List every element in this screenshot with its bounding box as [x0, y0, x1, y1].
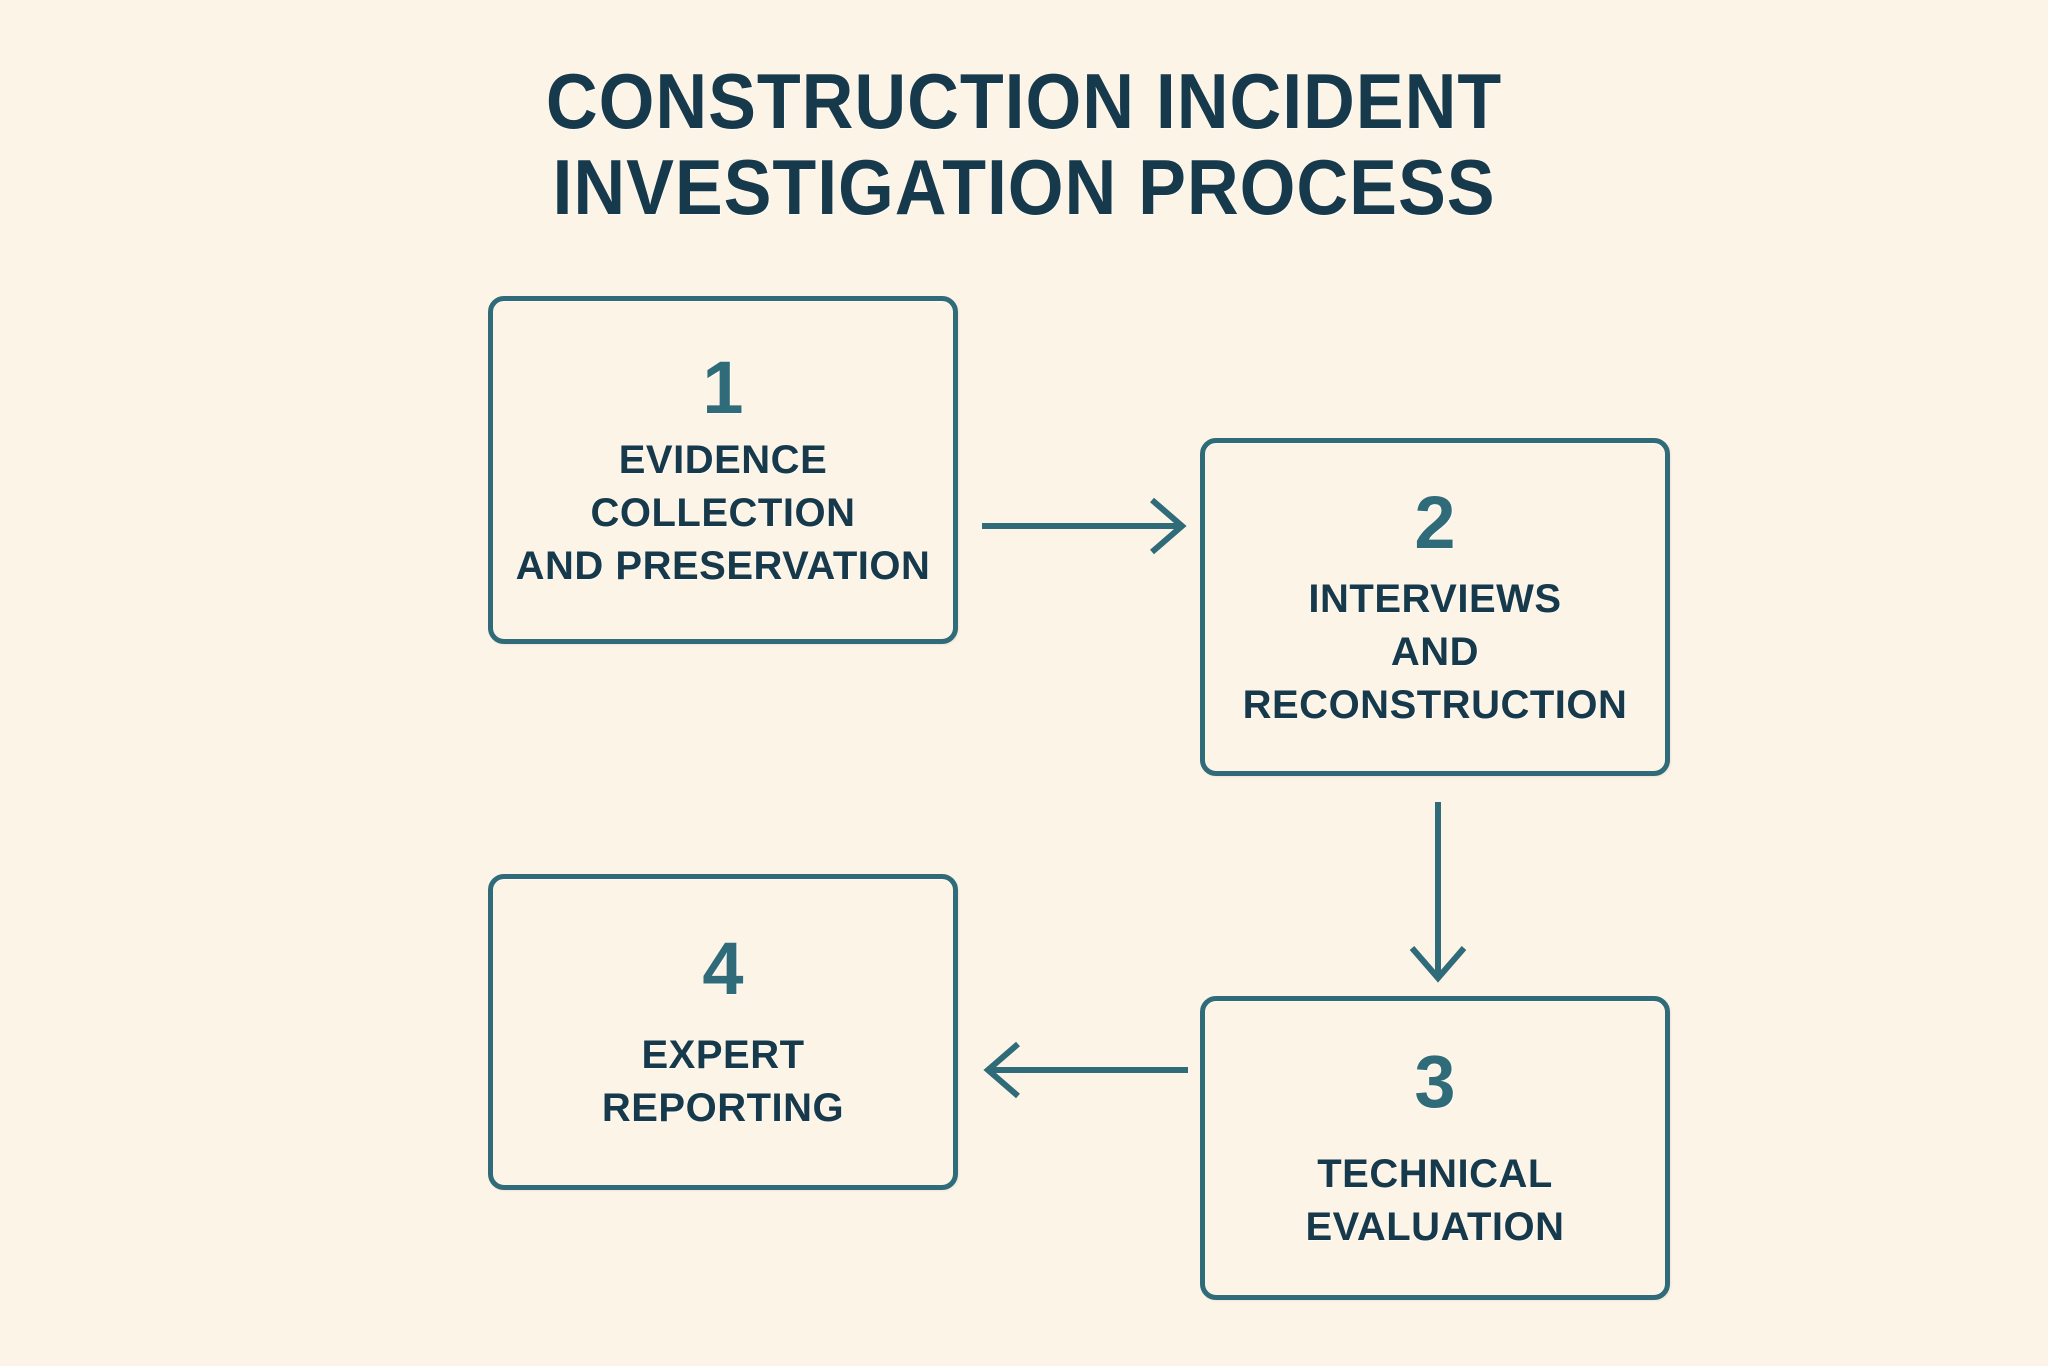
step-label-1: EVIDENCE COLLECTION AND PRESERVATION — [515, 437, 931, 588]
step-label-2: INTERVIEWS AND RECONSTRUCTION — [1242, 576, 1628, 727]
arrow-right-icon-step1-to-step2 — [980, 494, 1190, 558]
step-box-3[interactable]: 3 TECHNICAL EVALUATION — [1200, 996, 1670, 1300]
title-line-2: INVESTIGATION PROCESS — [552, 143, 1496, 231]
step-number-3: 3 — [1414, 1040, 1456, 1123]
step-label-3: TECHNICAL EVALUATION — [1305, 1152, 1565, 1249]
arrow-left-icon-step3-to-step4 — [980, 1038, 1190, 1102]
step-box-1[interactable]: 1 EVIDENCE COLLECTION AND PRESERVATION — [488, 296, 958, 644]
step-box-2[interactable]: 2 INTERVIEWS AND RECONSTRUCTION — [1200, 438, 1670, 776]
step-label-4: EXPERT REPORTING — [601, 1033, 845, 1130]
step-number-2: 2 — [1414, 480, 1456, 564]
title-line-1: CONSTRUCTION INCIDENT — [545, 57, 1503, 145]
step-number-1: 1 — [702, 345, 744, 429]
step-box-4[interactable]: 4 EXPERT REPORTING — [488, 874, 958, 1190]
page-title: CONSTRUCTION INCIDENT INVESTIGATION PROC… — [82, 58, 1966, 230]
arrow-down-icon-step2-to-step3 — [1406, 800, 1470, 984]
step-number-4: 4 — [702, 927, 744, 1010]
